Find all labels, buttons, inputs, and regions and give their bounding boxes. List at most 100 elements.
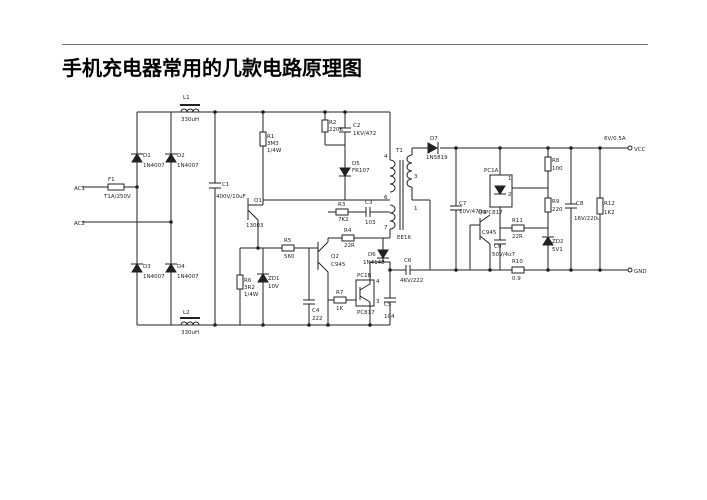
label-t1-pin2: 6 <box>384 195 388 201</box>
label-q1-value: 13003 <box>246 223 264 229</box>
transistor-q1 <box>247 198 390 248</box>
label-c6-value: 4KV/222 <box>400 278 423 284</box>
label-d7-value: 1N5819 <box>426 155 448 161</box>
label-f1: F1 <box>108 177 115 183</box>
label-d5-value: FR107 <box>352 168 370 174</box>
label-l2-value: 330uH <box>181 330 199 336</box>
label-t1-pin1: 4 <box>384 154 388 160</box>
label-r2-value: 220K <box>329 127 343 133</box>
diode-d6 <box>377 238 389 262</box>
label-r6-power: 1/4W <box>244 292 259 298</box>
label-d6: D6 <box>368 252 376 258</box>
capacitor-c8 <box>565 148 577 270</box>
fuse-f1 <box>107 183 125 191</box>
capacitor-c9 <box>494 220 506 270</box>
optocoupler-pc1b <box>355 261 390 325</box>
resistor-r7 <box>328 296 356 304</box>
junction-dots <box>135 110 602 327</box>
resistor-r3-c3 <box>328 207 390 217</box>
label-c7-value: 10V/470u <box>459 209 486 215</box>
label-d3-value: 1N4007 <box>143 274 165 280</box>
label-r1-value: 3M3 <box>267 141 279 147</box>
label-r1: R1 <box>267 134 274 140</box>
label-output-rating: 6V/0.5A <box>604 136 626 142</box>
label-c8-value: 16V/220u <box>574 216 601 222</box>
transformer-t1 <box>389 148 413 230</box>
label-c9-value: 50V/4u7 <box>492 252 516 258</box>
label-zd2-value: 5V1 <box>552 247 563 253</box>
label-r4: R4 <box>344 228 352 234</box>
label-t1: T1 <box>395 148 403 154</box>
label-c3-value: 103 <box>365 220 376 226</box>
label-c6: C6 <box>404 258 412 264</box>
label-zd2: ZD2 <box>552 239 564 245</box>
label-r4-value: 22R <box>344 243 355 249</box>
label-d3: D3 <box>143 264 151 270</box>
label-c2-value: 1KV/472 <box>353 131 376 137</box>
label-c4-value: 222 <box>312 316 323 322</box>
optocoupler-pc1a <box>489 148 513 220</box>
label-r12-value: 1K2 <box>604 210 615 216</box>
label-d1: D1 <box>143 153 151 159</box>
label-pc1b: PC1B <box>357 273 372 279</box>
label-d6-value: 1N4148 <box>363 260 385 266</box>
capacitor-c1 <box>209 112 221 325</box>
label-t1-pin5: 1 <box>414 206 418 212</box>
label-c1: C1 <box>222 182 229 188</box>
label-t1-pin3: 7 <box>384 225 388 231</box>
output-terminals <box>627 145 633 273</box>
label-zd1-value: 10V <box>268 284 279 290</box>
label-d2: D2 <box>177 153 185 159</box>
primary-rail <box>215 111 391 326</box>
label-r6: R6 <box>244 278 252 284</box>
capacitor-c6 <box>390 265 430 275</box>
resistor-r6 <box>236 247 258 325</box>
label-d4-value: 1N4007 <box>177 274 199 280</box>
label-gnd: GND <box>634 269 647 275</box>
label-r10: R10 <box>512 259 523 265</box>
label-pc1b-pin4: 4 <box>376 279 380 285</box>
label-pc1b-pin3: 3 <box>376 299 380 305</box>
label-q2-value: C945 <box>331 262 346 268</box>
label-r3: R3 <box>338 202 346 208</box>
label-r5-value: 560 <box>284 254 295 260</box>
label-d1-value: 1N4007 <box>143 163 165 169</box>
resistor-r5 <box>258 244 318 252</box>
label-q2: Q2 <box>331 254 339 260</box>
label-d4: D4 <box>177 264 185 270</box>
label-r10-value: 0.9 <box>512 276 521 282</box>
label-pc1a-pin2: 2 <box>508 192 512 198</box>
ac-input-lines <box>82 186 171 223</box>
label-q1: Q1 <box>254 198 262 204</box>
inductor-l1 <box>180 104 200 113</box>
label-ac2: AC2 <box>74 221 85 227</box>
label-ac1: AC1 <box>74 186 85 192</box>
label-q3-value: C945 <box>482 230 497 236</box>
diode-d2 <box>165 153 177 163</box>
resistor-r4 <box>328 229 391 242</box>
title-rule <box>62 44 648 45</box>
label-r8-value: 100 <box>552 166 563 172</box>
label-r2: R2 <box>329 120 336 126</box>
diode-d1 <box>131 153 143 163</box>
label-r12: R12 <box>604 201 615 207</box>
label-f1-value: T1A/250V <box>103 194 131 200</box>
label-pc1a-pin1: 1 <box>508 176 512 182</box>
label-t1-value: EE16 <box>397 235 411 241</box>
diode-d5 <box>339 145 351 200</box>
label-c4: C4 <box>312 308 320 314</box>
label-r11-value: 22R <box>512 234 523 240</box>
label-l1: L1 <box>183 95 190 101</box>
capacitor-c4 <box>303 248 315 325</box>
capacitor-c2 <box>339 112 351 145</box>
transistor-q3 <box>469 214 491 270</box>
label-r7-value: 1K <box>336 306 343 312</box>
label-r11: R11 <box>512 218 523 224</box>
capacitor-c5 <box>384 262 396 325</box>
inductor-l2 <box>180 317 200 326</box>
capacitor-c7 <box>450 148 462 270</box>
label-r9: R9 <box>552 199 560 205</box>
label-r5: R5 <box>284 238 292 244</box>
resistor-r1 <box>259 112 267 205</box>
